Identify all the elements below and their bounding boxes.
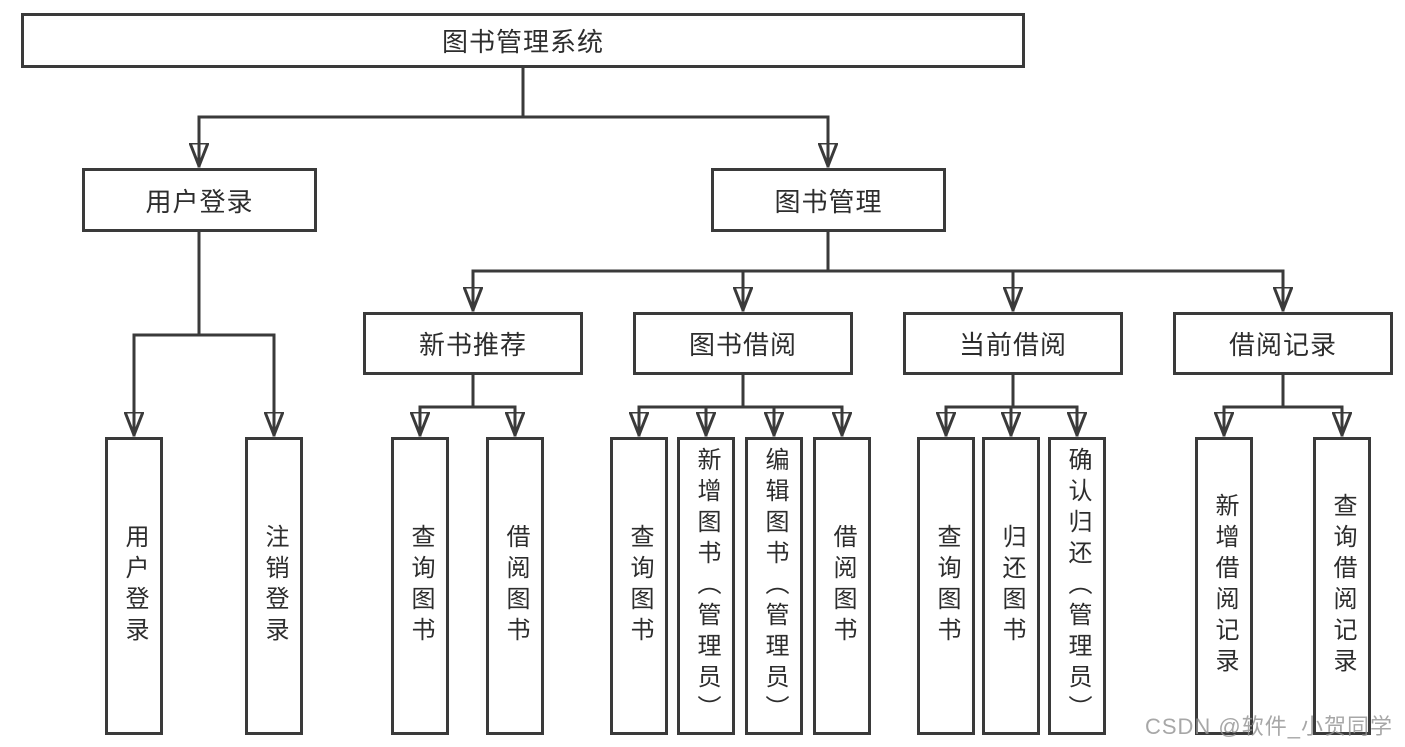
leaf-return-book-label: 归还图书 xyxy=(998,524,1025,648)
leaf-logout-label: 注销登录 xyxy=(261,524,288,648)
node-book-borrowing-label: 图书借阅 xyxy=(688,330,797,360)
node-new-book-recommend-label: 新书推荐 xyxy=(418,330,527,360)
leaf-logout: 注销登录 xyxy=(245,437,303,735)
leaf-confirm-return-admin-label: 确认归还（管理员） xyxy=(1064,446,1091,726)
node-user-login: 用户登录 xyxy=(82,168,317,232)
leaf-edit-book-admin: 编辑图书（管理员） xyxy=(745,437,803,735)
node-book-management: 图书管理 xyxy=(711,168,946,232)
leaf-query-books-borrow-label: 查询图书 xyxy=(626,524,653,648)
node-borrowing-records-label: 借阅记录 xyxy=(1228,330,1337,360)
leaf-return-book: 归还图书 xyxy=(982,437,1040,735)
leaf-user-login: 用户登录 xyxy=(105,437,163,735)
leaf-edit-book-admin-label: 编辑图书（管理员） xyxy=(761,446,788,726)
leaf-query-books-borrow: 查询图书 xyxy=(610,437,668,735)
leaf-query-books-recommend-label: 查询图书 xyxy=(407,524,434,648)
leaf-query-books-recommend: 查询图书 xyxy=(391,437,449,735)
node-borrowing-records: 借阅记录 xyxy=(1173,312,1393,375)
node-new-book-recommend: 新书推荐 xyxy=(363,312,583,375)
root-node-label: 图书管理系统 xyxy=(441,27,604,57)
leaf-borrow-books-2-label: 借阅图书 xyxy=(829,524,856,648)
csdn-watermark: CSDN @软件_小贺同学 xyxy=(1144,714,1393,739)
node-current-borrowing-label: 当前借阅 xyxy=(958,330,1067,360)
node-book-management-label: 图书管理 xyxy=(774,186,883,217)
node-user-login-label: 用户登录 xyxy=(145,186,254,217)
node-current-borrowing: 当前借阅 xyxy=(903,312,1123,375)
leaf-query-books-current-label: 查询图书 xyxy=(933,524,960,648)
leaf-borrow-books-recommend-label: 借阅图书 xyxy=(502,524,529,648)
root-node-book-management-system: 图书管理系统 xyxy=(21,13,1025,68)
leaf-query-books-current: 查询图书 xyxy=(917,437,975,735)
node-book-borrowing: 图书借阅 xyxy=(633,312,853,375)
leaf-add-book-admin-label: 新增图书（管理员） xyxy=(693,446,720,726)
leaf-add-borrow-record: 新增借阅记录 xyxy=(1195,437,1253,735)
leaf-user-login-label: 用户登录 xyxy=(121,524,148,648)
leaf-query-borrow-record: 查询借阅记录 xyxy=(1313,437,1371,735)
leaf-add-borrow-record-label: 新增借阅记录 xyxy=(1211,493,1238,679)
leaf-add-book-admin: 新增图书（管理员） xyxy=(677,437,735,735)
leaf-borrow-books-recommend: 借阅图书 xyxy=(486,437,544,735)
leaf-borrow-books-2: 借阅图书 xyxy=(813,437,871,735)
leaf-query-borrow-record-label: 查询借阅记录 xyxy=(1329,493,1356,679)
leaf-confirm-return-admin: 确认归还（管理员） xyxy=(1048,437,1106,735)
